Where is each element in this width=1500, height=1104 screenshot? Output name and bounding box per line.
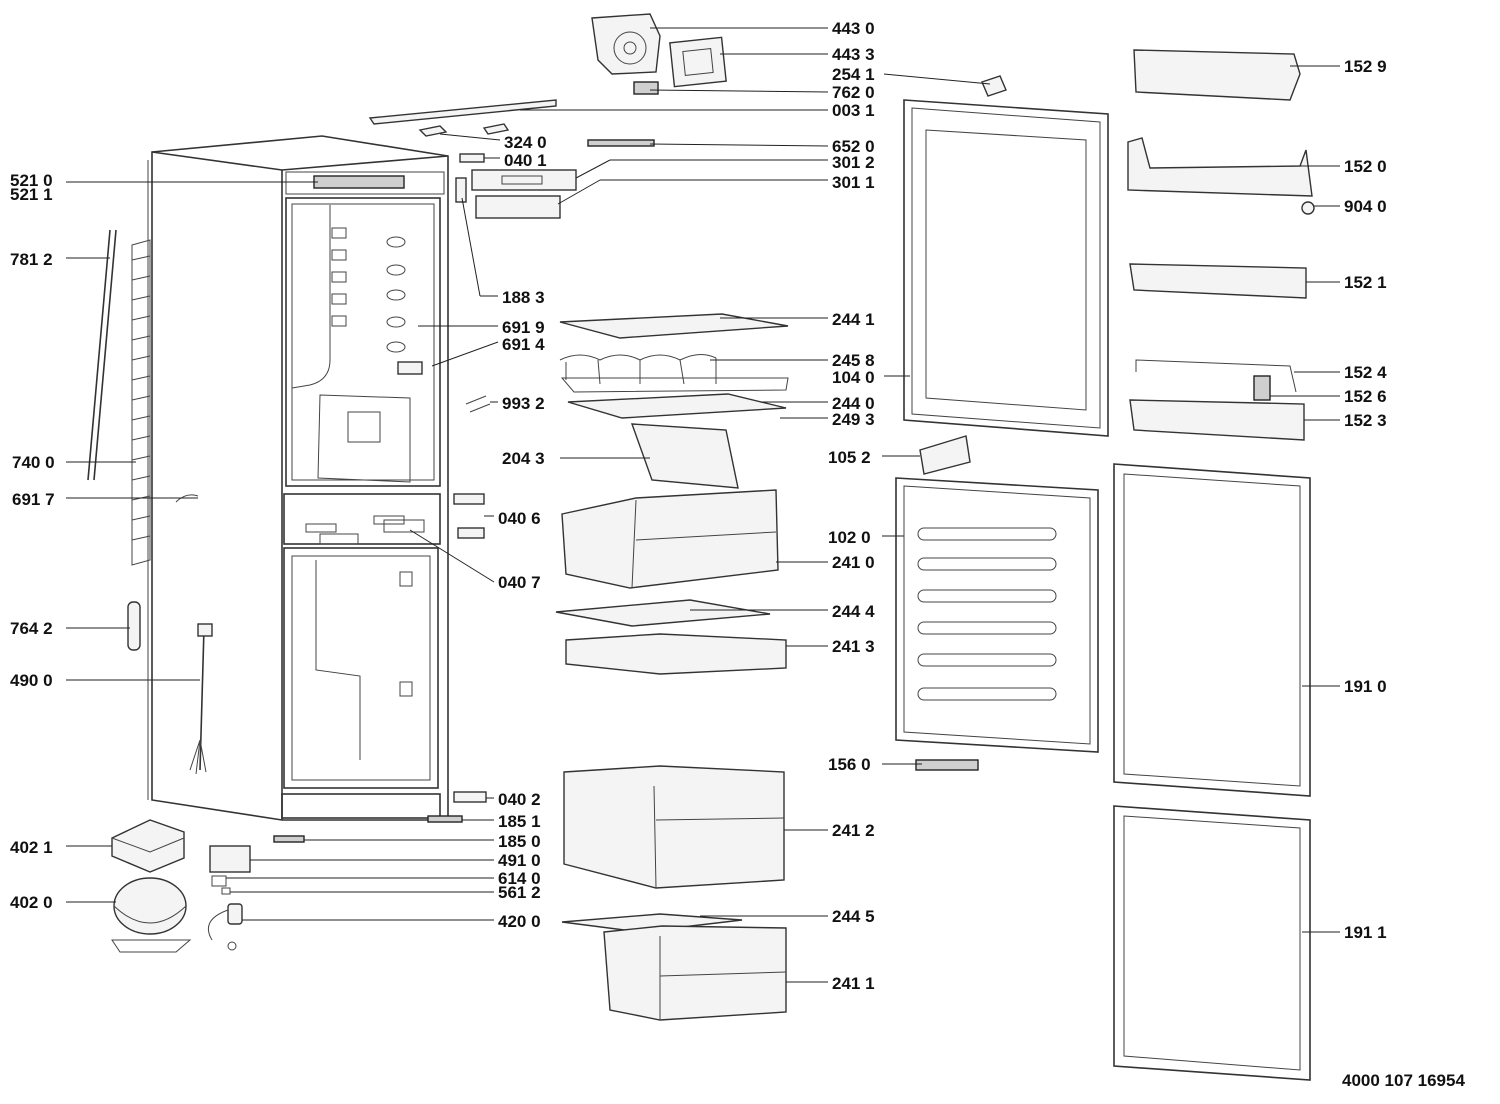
- callout-040-2: 040 2: [498, 790, 541, 809]
- power-cord: [189, 623, 213, 775]
- callout-241-2: 241 2: [832, 821, 875, 840]
- callout-324-0: 324 0: [504, 133, 547, 152]
- callout-904-0: 904 0: [1344, 197, 1387, 216]
- callout-993-2: 993 2: [502, 394, 545, 413]
- callout-244-5: 244 5: [832, 907, 875, 926]
- callout-402-1: 402 1: [10, 838, 53, 857]
- callout-561-2: 561 2: [498, 883, 541, 902]
- callout-521-0: 521 0: [10, 171, 53, 190]
- compressor: [111, 819, 192, 953]
- callout-420-0: 420 0: [498, 912, 541, 931]
- callout-443-0: 443 0: [832, 19, 875, 38]
- document-number: 4000 107 16954: [1342, 1071, 1465, 1090]
- fridge-shelves: [397, 313, 789, 419]
- callout-040-7: 040 7: [498, 573, 541, 592]
- callout-185-0: 185 0: [498, 832, 541, 851]
- callout-244-0: 244 0: [832, 394, 875, 413]
- top-panels: [368, 99, 655, 219]
- callout-691-4: 691 4: [502, 335, 545, 354]
- drawers: [555, 423, 787, 1021]
- door-bins: [1127, 49, 1315, 441]
- callout-105-2: 105 2: [828, 448, 871, 467]
- callout-003-1: 003 1: [832, 101, 875, 120]
- callout-762-0: 762 0: [832, 83, 875, 102]
- callout-244-1: 244 1: [832, 310, 875, 329]
- leader-lines: [66, 27, 1340, 983]
- small-parts: [273, 435, 979, 843]
- outer-doors: [1113, 463, 1311, 1081]
- light-module: [397, 361, 423, 375]
- callout-191-1: 191 1: [1344, 923, 1387, 942]
- callout-188-3: 188 3: [502, 288, 545, 307]
- callout-691-7: 691 7: [12, 490, 55, 509]
- fan-assembly: [591, 13, 1007, 97]
- callout-244-4: 244 4: [832, 602, 875, 621]
- callout-245-8: 245 8: [832, 351, 875, 370]
- callout-185-1: 185 1: [498, 812, 541, 831]
- callout-152-3: 152 3: [1344, 411, 1387, 430]
- shelf-supports: [331, 227, 406, 353]
- callout-241-0: 241 0: [832, 553, 875, 572]
- callout-156-0: 156 0: [828, 755, 871, 774]
- freezer-door-liner: [895, 477, 1099, 753]
- callout-152-1: 152 1: [1344, 273, 1387, 292]
- callout-241-3: 241 3: [832, 637, 875, 656]
- callout-301-1: 301 1: [832, 173, 875, 192]
- callout-040-1: 040 1: [504, 151, 547, 170]
- callout-652-0: 652 0: [832, 137, 875, 156]
- callout-040-6: 040 6: [498, 509, 541, 528]
- callout-301-2: 301 2: [832, 153, 875, 172]
- relay-starter: [208, 845, 251, 951]
- callout-241-1: 241 1: [832, 974, 875, 993]
- callout-764-2: 764 2: [10, 619, 53, 638]
- callout-491-0: 491 0: [498, 851, 541, 870]
- callout-521-1: 521 1: [10, 185, 53, 204]
- callout-152-6: 152 6: [1344, 387, 1387, 406]
- callout-152-0: 152 0: [1344, 157, 1387, 176]
- callout-152-9: 152 9: [1344, 57, 1387, 76]
- callout-191-0: 191 0: [1344, 677, 1387, 696]
- callout-691-9: 691 9: [502, 318, 545, 337]
- callout-614-0: 614 0: [498, 869, 541, 888]
- callout-781-2: 781 2: [10, 250, 53, 269]
- callout-740-0: 740 0: [12, 453, 55, 472]
- fridge-door-liner: [903, 99, 1109, 437]
- callout-152-4: 152 4: [1344, 363, 1387, 382]
- callout-204-3: 204 3: [502, 449, 545, 468]
- callout-490-0: 490 0: [10, 671, 53, 690]
- callout-249-3: 249 3: [832, 410, 875, 429]
- condenser: [87, 229, 199, 566]
- callout-402-0: 402 0: [10, 893, 53, 912]
- callout-104-0: 104 0: [832, 368, 875, 387]
- cabinet-body: [147, 135, 449, 821]
- callout-102-0: 102 0: [828, 528, 871, 547]
- drier: [127, 601, 141, 651]
- callout-labels: 443 0 443 3 254 1 762 0 003 1 324 0 652 …: [10, 19, 1387, 993]
- callout-443-3: 443 3: [832, 45, 875, 64]
- callout-254-1: 254 1: [832, 65, 875, 84]
